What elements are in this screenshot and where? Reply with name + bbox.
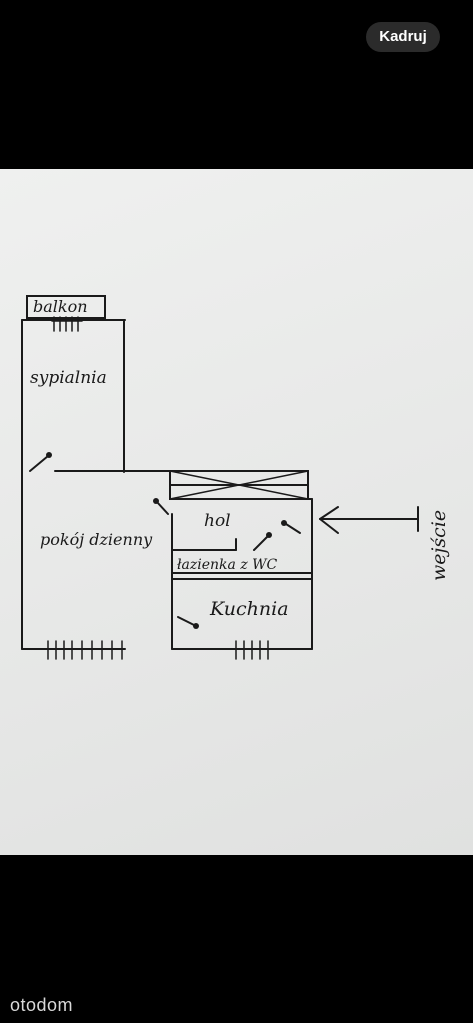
- floor-plan-photo: balkon sypialnia: [0, 169, 473, 855]
- kitchen-door: [177, 616, 199, 629]
- kitchen-window: [231, 640, 271, 660]
- bathroom: łazienka z WC: [171, 532, 313, 580]
- bathroom-door: [253, 532, 272, 551]
- balcony: balkon: [26, 295, 106, 332]
- floor-plan-sketch: balkon sypialnia: [21, 295, 450, 660]
- crop-button[interactable]: Kadruj: [366, 22, 440, 52]
- hall-label: hol: [204, 511, 231, 531]
- otodom-logo: otodom: [10, 995, 74, 1015]
- kitchen-label: Kuchnia: [209, 598, 289, 620]
- balcony-label: balkon: [33, 297, 88, 316]
- hall-storage: [169, 470, 309, 500]
- living-room-label: pokój dzienny: [40, 530, 153, 549]
- hall: hol: [171, 511, 301, 650]
- bedroom-label: sypialnia: [30, 368, 107, 388]
- living-room-window: [41, 640, 125, 660]
- bathroom-label: łazienka z WC: [177, 557, 278, 573]
- living-room-door: [153, 498, 169, 515]
- entrance-arrow: [319, 506, 419, 534]
- living-room: pokój dzienny: [21, 498, 169, 660]
- entrance-label: wejście: [428, 510, 450, 581]
- kitchen: Kuchnia: [171, 598, 313, 660]
- hall-door: [281, 520, 301, 534]
- bedroom-door: [29, 452, 52, 472]
